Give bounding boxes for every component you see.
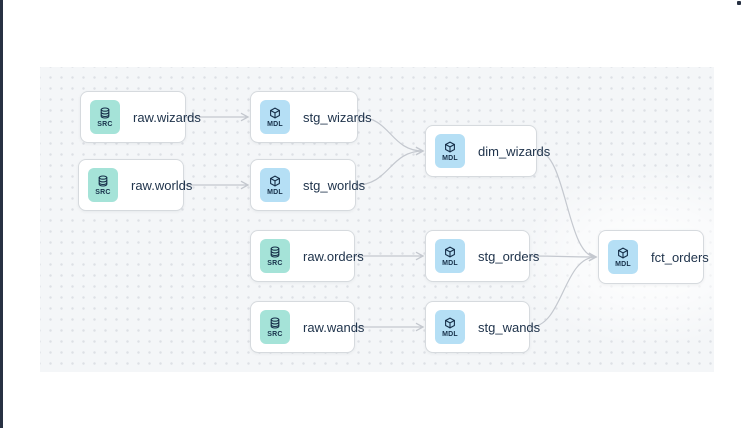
corner-artifact [737,1,741,5]
cube-icon [617,247,629,259]
node-stg-worlds[interactable]: MDL stg_worlds [250,159,365,211]
cube-icon [444,317,456,329]
node-label: stg_wands [478,319,541,335]
model-type-badge: MDL [260,168,290,202]
node-raw-orders[interactable]: SRC raw.orders [250,230,364,282]
model-type-badge: MDL [435,310,465,344]
node-raw-wizards[interactable]: SRC raw.wizards [80,91,201,143]
node-label: raw.worlds [131,177,193,193]
cube-icon [269,175,281,187]
node-stg-wizards[interactable]: MDL stg_wizards [250,91,372,143]
badge-label: SRC [95,188,111,196]
node-label: stg_wizards [303,109,372,125]
node-dim-wizards[interactable]: MDL dim_wizards [425,125,550,177]
cube-icon [444,246,456,258]
database-icon [97,175,109,187]
edge-dim_wizards-to-fct_orders [536,150,598,262]
node-stg-orders[interactable]: MDL stg_orders [425,230,539,282]
source-type-badge: SRC [260,310,290,344]
node-label: dim_wizards [478,143,551,159]
source-type-badge: SRC [88,168,118,202]
edge-stg_wands-to-fct_orders [529,252,598,328]
badge-label: MDL [267,120,283,128]
node-label: raw.orders [303,248,364,264]
cube-icon [444,141,456,153]
badge-label: SRC [97,120,113,128]
database-icon [99,107,111,119]
badge-label: SRC [267,259,283,267]
model-type-badge: MDL [435,239,465,273]
model-type-badge: MDL [435,134,465,168]
badge-label: MDL [442,154,458,162]
node-label: raw.wands [303,319,365,335]
badge-label: MDL [442,330,458,338]
node-label: stg_orders [478,248,540,264]
model-type-badge: MDL [608,240,638,274]
source-type-badge: SRC [90,100,120,134]
window-edge-strip [0,0,3,428]
badge-label: MDL [615,260,631,268]
badge-label: MDL [267,188,283,196]
database-icon [269,246,281,258]
badge-label: SRC [267,330,283,338]
node-label: stg_worlds [303,177,366,193]
node-raw-wands[interactable]: SRC raw.wands [250,301,364,353]
badge-label: MDL [442,259,458,267]
node-label: fct_orders [651,249,709,265]
model-type-badge: MDL [260,100,290,134]
database-icon [269,317,281,329]
graph-canvas[interactable]: SRC raw.wizards MDL stg_wizards SRC raw.… [40,67,742,372]
edge-stg_orders-to-fct_orders [529,252,598,262]
node-raw-worlds[interactable]: SRC raw.worlds [78,159,192,211]
node-fct-orders[interactable]: MDL fct_orders [598,230,709,284]
edge-stg_worlds-to-dim_wizards [355,146,425,186]
cube-icon [269,107,281,119]
source-type-badge: SRC [260,239,290,273]
node-stg-wands[interactable]: MDL stg_wands [425,301,540,353]
node-label: raw.wizards [133,109,201,125]
